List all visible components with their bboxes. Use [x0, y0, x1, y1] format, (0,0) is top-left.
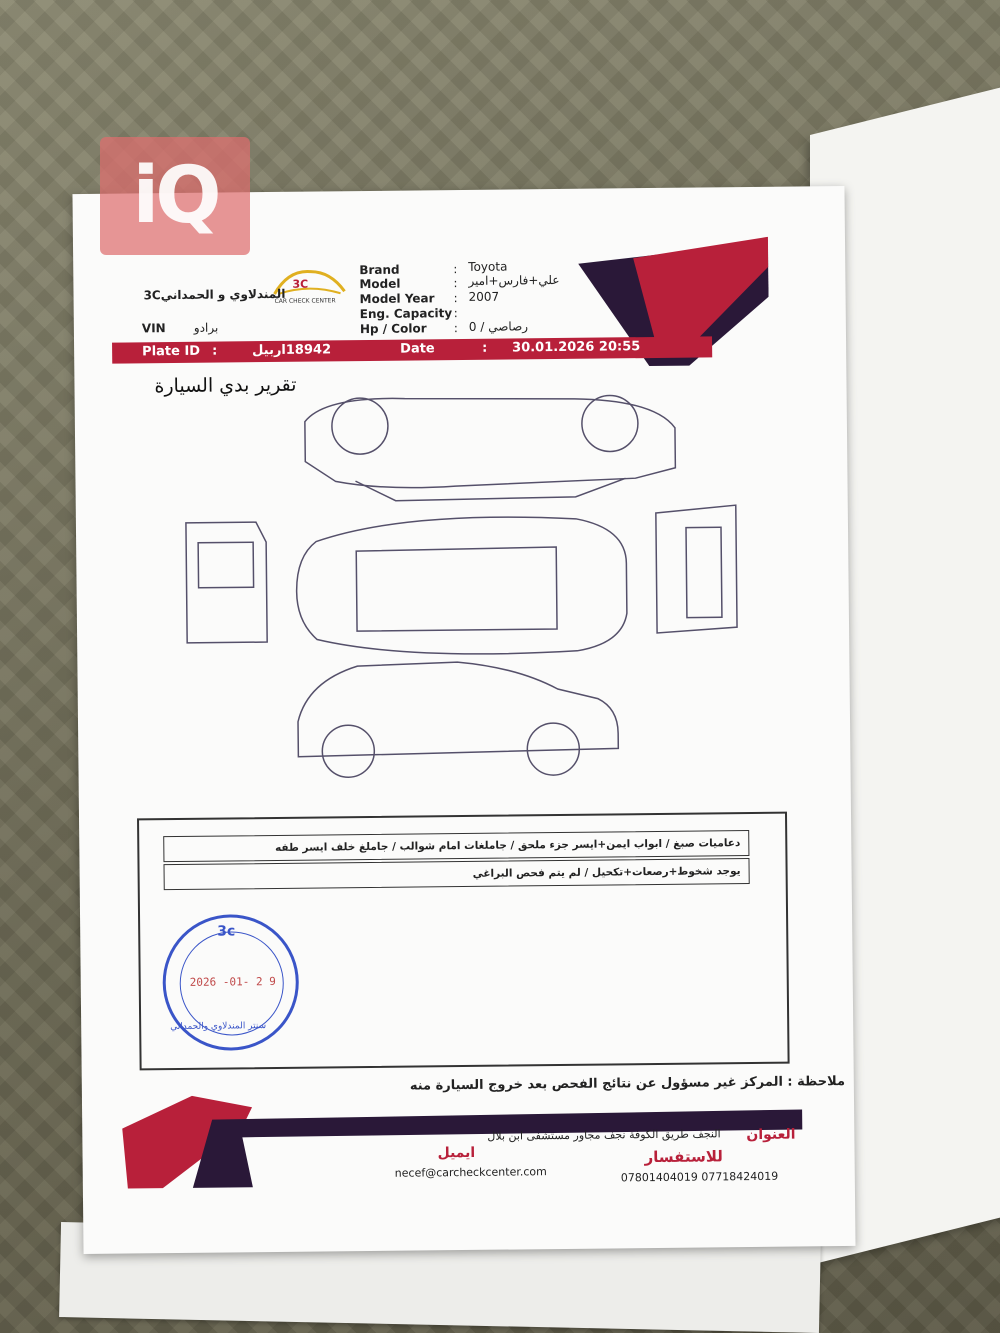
- email-value: necef@carcheckcenter.com: [394, 1165, 547, 1180]
- car-body-diagram: [185, 394, 738, 778]
- phones: 07801404019 07718424019: [620, 1169, 779, 1185]
- center-logo: 3C CAR CHECK CENTER: [268, 263, 349, 314]
- car-logo-icon: [273, 270, 346, 295]
- date-value: 30.01.2026 20:55: [512, 339, 641, 356]
- hp-color-value: رصاصي / 0: [468, 319, 529, 334]
- center-name: المندلاوي و الحمداني3C: [143, 286, 286, 303]
- finding-row-1: دعاميات صبغ / ابواب ايمن+ايسر جزء ملحق /…: [163, 830, 750, 863]
- colon: :: [453, 276, 458, 291]
- finding-row-2: يوجد شخوط+رصعات+تكحيل / لم يتم فحص البرا…: [163, 858, 750, 891]
- car-front-view-outline: [655, 504, 738, 634]
- stamp-date: 2026 -01- 2 9: [189, 974, 276, 989]
- plate-id-label: Plate ID: [142, 343, 201, 360]
- email-label: ايميل: [437, 1144, 476, 1162]
- colon: :: [212, 343, 218, 359]
- car-rear-view-outline: [185, 521, 268, 644]
- center-stamp: 3c 2026 -01- 2 9 سنتر المندلاوي والحمدان…: [162, 913, 300, 1052]
- inquiries-label: للاستفسار: [644, 1147, 723, 1167]
- colon: :: [482, 340, 488, 356]
- vin-label: VIN: [141, 321, 166, 336]
- address-label: العنوان: [746, 1126, 796, 1144]
- header-swoosh-graphic: [578, 236, 769, 367]
- model-label: Model: [359, 276, 401, 292]
- footer-swoosh-graphic: [122, 1095, 803, 1189]
- car-top-view-outline: [304, 397, 677, 489]
- iq-watermark-logo: iQ: [100, 137, 250, 255]
- brand-value: Toyota: [468, 259, 508, 274]
- model-year-value: 2007: [468, 289, 500, 304]
- colon: :: [453, 306, 458, 321]
- car-roof-view-outline: [295, 516, 628, 655]
- model-year-label: Model Year: [359, 291, 435, 307]
- car-side-view-outline: [297, 661, 620, 758]
- inspection-report-sheet: 3C CAR CHECK CENTER المندلاوي و الحمداني…: [72, 185, 856, 1255]
- address-value: النجف طريق الكوفة نجف مجاور مستشفى ابن ب…: [487, 1127, 721, 1143]
- colon: :: [453, 291, 458, 306]
- vin-value: برادو: [193, 320, 219, 335]
- colon: :: [453, 321, 459, 336]
- colon: :: [453, 262, 458, 277]
- stamp-arc-text: سنتر المندلاوي والحمداني: [170, 1021, 267, 1033]
- logo-text: 3C: [292, 277, 309, 291]
- stamp-top-text: 3c: [217, 923, 236, 940]
- model-value: علي+فارس+امير: [468, 272, 560, 288]
- hp-color-label: Hp / Color: [359, 321, 427, 337]
- plate-id-value: 18942اربيل: [252, 342, 332, 359]
- brand-label: Brand: [359, 262, 400, 278]
- eng-capacity-label: Eng. Capacity: [359, 306, 453, 322]
- date-label: Date: [400, 341, 435, 357]
